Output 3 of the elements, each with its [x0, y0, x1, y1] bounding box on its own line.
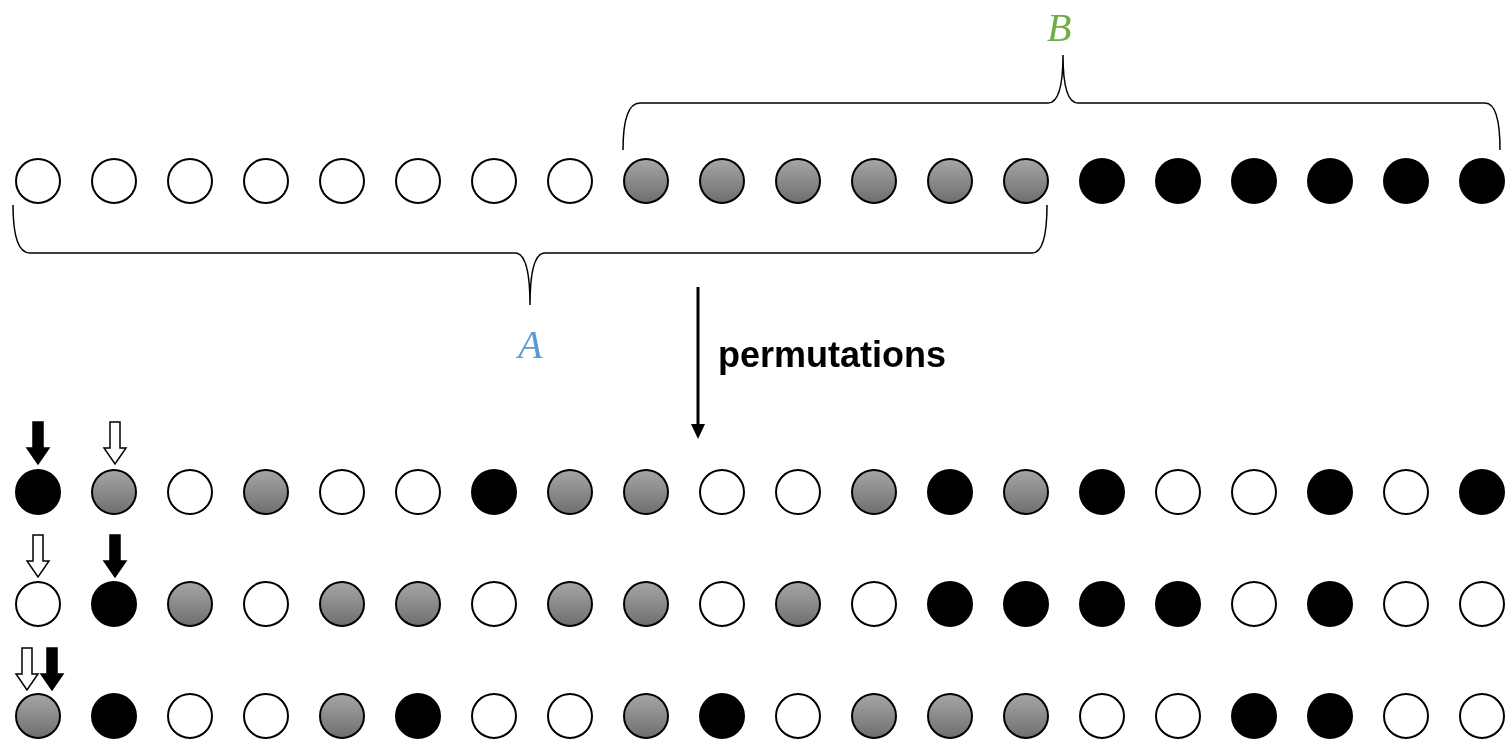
brace-label: B: [1047, 8, 1072, 48]
arrow-label: permutations: [718, 337, 947, 373]
brace-label: A: [518, 325, 543, 365]
